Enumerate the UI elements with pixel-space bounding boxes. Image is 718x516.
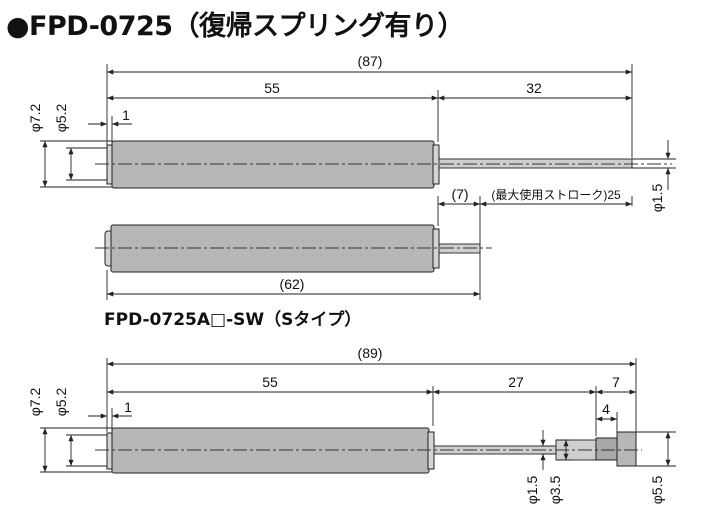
top-cap-length-dim: 1 xyxy=(122,107,130,123)
top-rod-diameter-dim: φ1.5 xyxy=(649,184,665,213)
top-outer-diameter-dim: φ7.2 xyxy=(27,104,43,133)
bottom-cap-length-dim: 1 xyxy=(124,399,132,415)
rod-end-tip xyxy=(616,431,637,467)
middle-gland-ring xyxy=(432,228,440,269)
middle-view: (7) (最大使用ストローク)25 (62) xyxy=(95,186,633,300)
bottom-rod-length-dim: 27 xyxy=(508,374,524,390)
middle-extension-dim: (7) xyxy=(451,186,468,202)
top-inner-diameter-dim: φ5.2 xyxy=(53,104,69,133)
bottom-tip-length-dim: 7 xyxy=(612,374,620,390)
hex-nut xyxy=(595,437,618,461)
bottom-body-length-dim: 55 xyxy=(262,374,278,390)
bottom-rod-diameter-dim: φ1.5 xyxy=(524,476,540,505)
middle-stroke-dim: (最大使用ストローク)25 xyxy=(491,187,621,202)
bottom-overall-dim: (89) xyxy=(358,345,383,361)
variant-title: FPD-0725A□-SW（Sタイプ） xyxy=(104,310,362,330)
middle-cylinder-body xyxy=(110,224,435,273)
top-body-length-dim: 55 xyxy=(264,80,280,96)
bottom-tip-diameter-dim: φ5.5 xyxy=(649,476,665,505)
bottom-gland-ring xyxy=(427,431,435,470)
gland-ring xyxy=(432,144,440,185)
bottom-cylinder-body xyxy=(111,427,430,474)
piston-rod xyxy=(438,158,633,169)
bottom-inner-diameter-dim: φ5.2 xyxy=(53,388,69,417)
bottom-outer-diameter-dim: φ7.2 xyxy=(27,388,43,417)
middle-overall-dim: (62) xyxy=(280,276,305,292)
middle-piston-rod xyxy=(438,243,481,254)
bottom-view: (89) 55 27 7 4 1 xyxy=(27,345,676,504)
bottom-shoulder-diameter-dim: φ3.5 xyxy=(547,476,563,505)
top-rod-length-dim: 32 xyxy=(526,80,542,96)
top-overall-dim: (87) xyxy=(358,53,383,69)
bottom-nut-length-dim: 4 xyxy=(602,401,610,417)
top-view: (87) 55 32 1 xyxy=(27,53,676,212)
cylinder-body xyxy=(111,140,435,189)
page-title: ●FPD-0725（復帰スプリング有り） xyxy=(6,11,465,42)
